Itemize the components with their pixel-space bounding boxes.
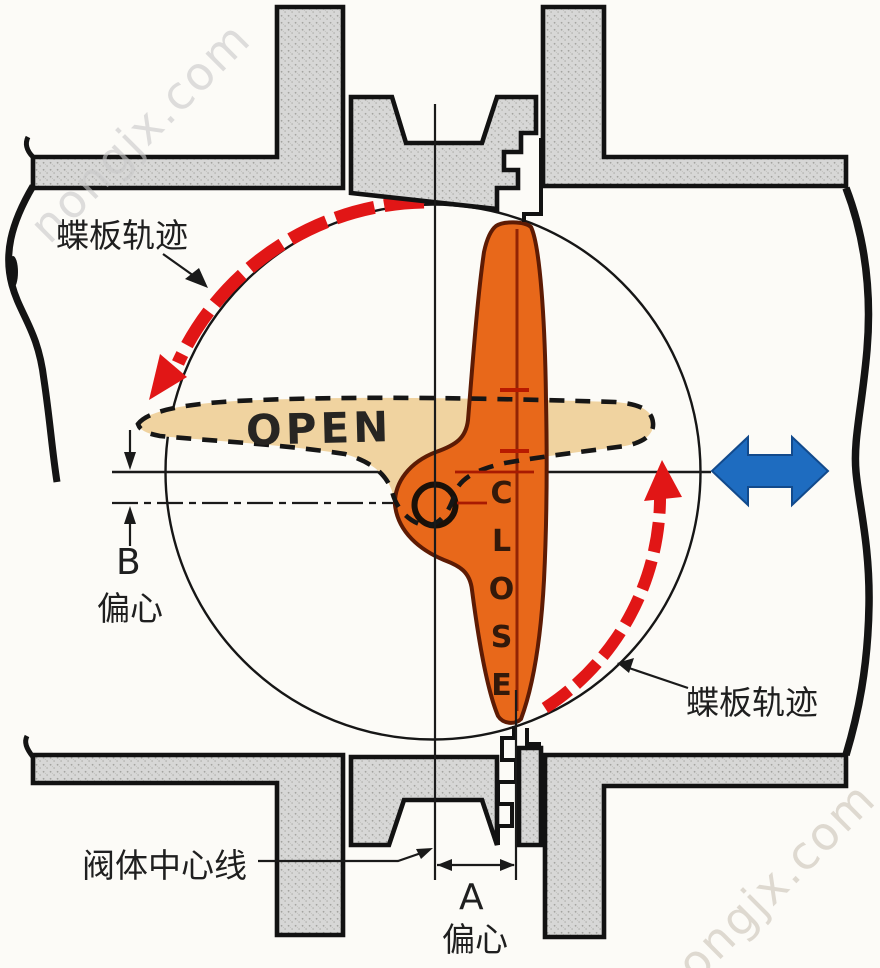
eccentric-line-overlays	[455, 470, 534, 505]
label-ecc-b-caption: 偏心	[97, 589, 163, 628]
pipe-walls	[5, 135, 873, 759]
body-top-neck	[348, 94, 539, 212]
label-trajectory-bottom: 蝶板轨迹	[686, 683, 818, 722]
pipe-wall-left-tab	[8, 256, 18, 288]
seat-step-bottom-outer	[525, 728, 541, 746]
flange-hook-bottom-left	[23, 734, 35, 759]
body-top-right	[540, 4, 849, 189]
label-trajectory-top: 蝶板轨迹	[56, 216, 188, 255]
label-ecc-a-caption: 偏心	[442, 920, 508, 959]
seat-step-top	[522, 138, 543, 222]
body-bottom-neck	[348, 754, 500, 848]
dimension-arrowheads	[124, 268, 634, 871]
label-disc-open: OPEN	[245, 402, 393, 455]
leader-body-centerline	[258, 849, 428, 863]
label-body-centerline: 阀体中心线	[82, 846, 247, 885]
seat-steps	[496, 138, 543, 845]
seat-retainer-bottom	[516, 745, 544, 848]
label-ecc-a: A	[459, 877, 484, 918]
trajectory-arrowhead-top-left	[149, 354, 187, 400]
body-bottom-left	[30, 752, 346, 938]
trajectory-arc-top-left	[149, 195, 425, 400]
trajectory-arc-bottom-right	[541, 460, 682, 714]
leader-bottom-trajectory	[625, 665, 689, 690]
disc-open-outline	[135, 395, 656, 529]
label-ecc-b: B	[116, 542, 141, 583]
seat-step-bottom-inner	[496, 726, 518, 845]
pipe-wall-right	[842, 186, 873, 757]
pipe-wall-left	[5, 184, 61, 483]
label-disc-close: CLOSE	[484, 476, 519, 716]
flange-hook-top-left	[23, 135, 35, 159]
flow-double-arrow	[710, 434, 830, 508]
trajectory-arrowhead-bottom-right	[644, 460, 682, 501]
dimension-lines	[128, 104, 689, 880]
